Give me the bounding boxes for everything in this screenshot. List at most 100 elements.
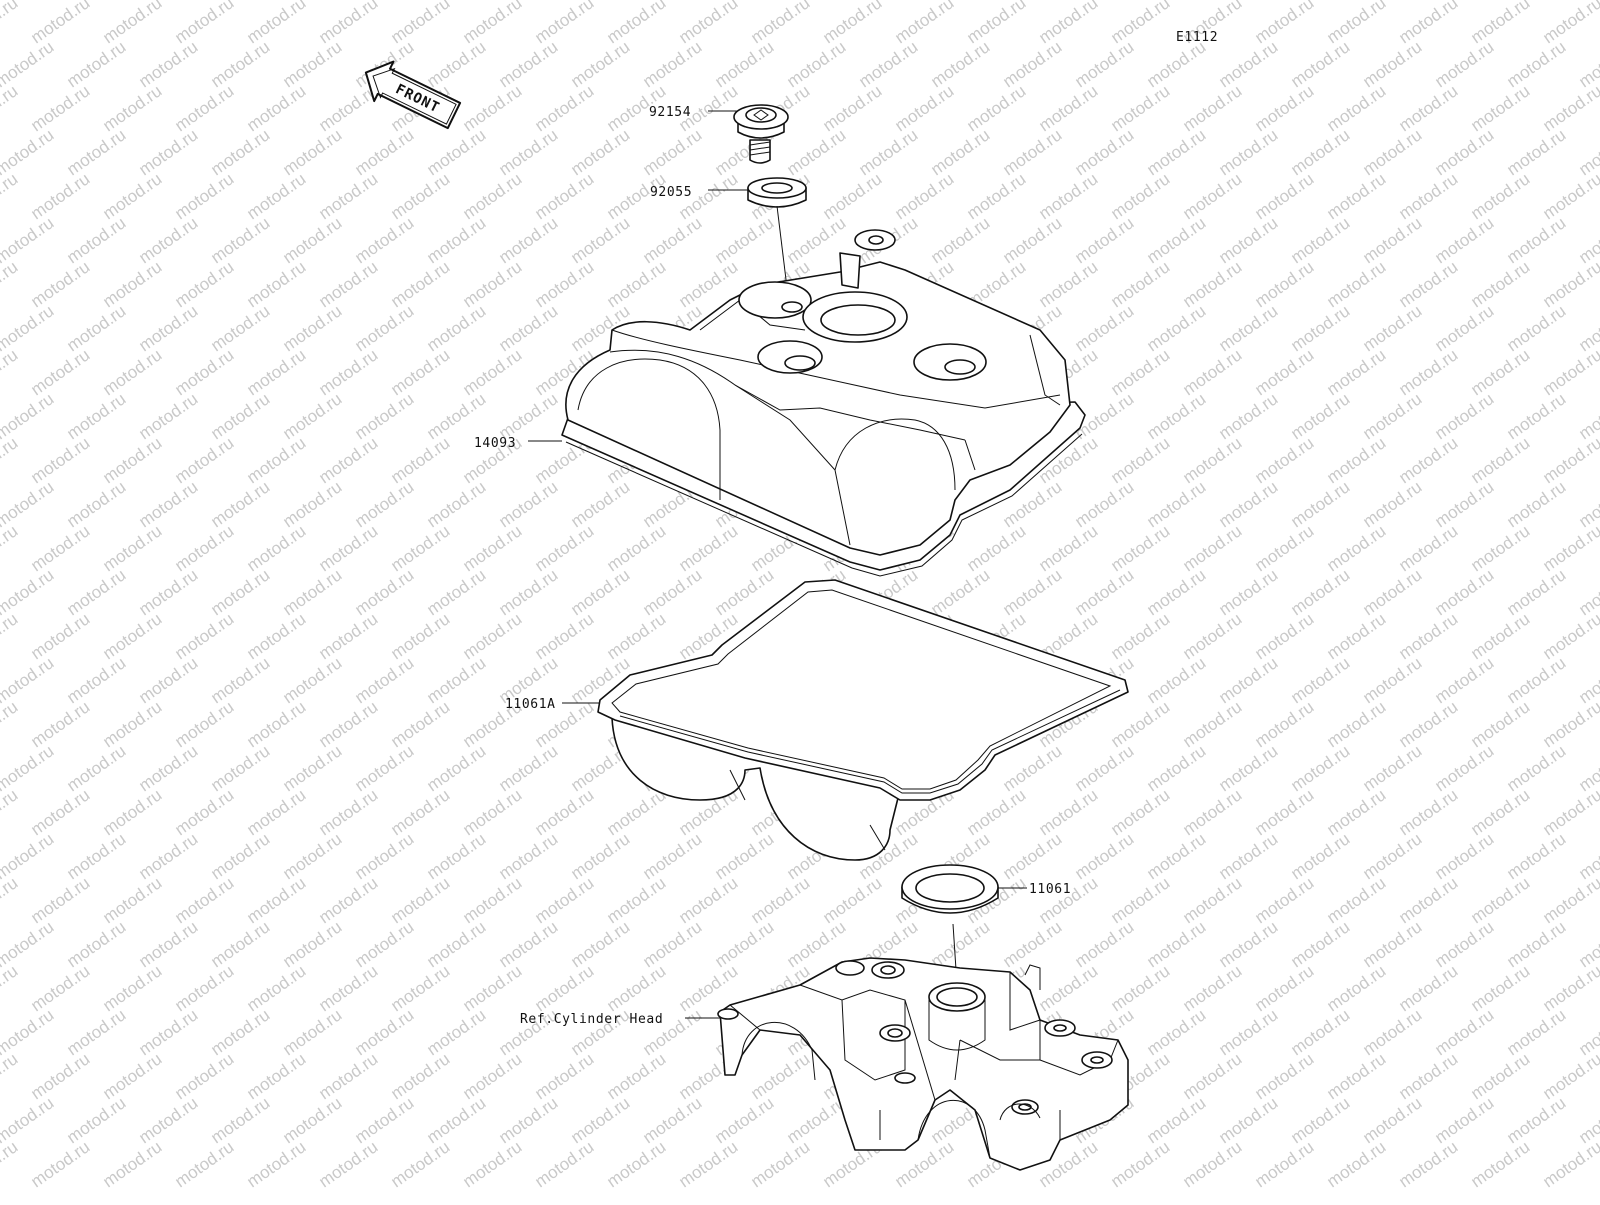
- watermark-text: motod.ru: [1575, 301, 1600, 355]
- watermark-text: motod.ru: [1107, 345, 1173, 399]
- watermark-text: motod.ru: [27, 433, 93, 487]
- watermark-text: motod.ru: [99, 521, 165, 575]
- watermark-text: motod.ru: [1179, 961, 1245, 1015]
- watermark-text: motod.ru: [1575, 37, 1600, 91]
- watermark-text: motod.ru: [675, 1137, 741, 1191]
- watermark-text: motod.ru: [1107, 961, 1173, 1015]
- watermark-text: motod.ru: [1503, 389, 1569, 443]
- watermark-text: motod.ru: [999, 741, 1065, 795]
- watermark-text: motod.ru: [315, 169, 381, 223]
- watermark-text: motod.ru: [1179, 345, 1245, 399]
- watermark-text: motod.ru: [1359, 301, 1425, 355]
- watermark-text: motod.ru: [819, 169, 885, 223]
- watermark-text: motod.ru: [639, 829, 705, 883]
- watermark-text: motod.ru: [243, 345, 309, 399]
- plug-gasket-part: [901, 864, 999, 986]
- watermark-text: motod.ru: [891, 81, 957, 135]
- watermark-text: motod.ru: [1215, 37, 1281, 91]
- watermark-text: motod.ru: [0, 785, 21, 839]
- watermark-text: motod.ru: [1251, 433, 1317, 487]
- watermark-text: motod.ru: [135, 565, 201, 619]
- watermark-text: motod.ru: [855, 37, 921, 91]
- watermark-text: motod.ru: [1287, 565, 1353, 619]
- watermark-text: motod.ru: [1467, 257, 1533, 311]
- watermark-text: motod.ru: [207, 741, 273, 795]
- watermark-text: motod.ru: [1575, 565, 1600, 619]
- watermark-text: motod.ru: [423, 741, 489, 795]
- watermark-text: motod.ru: [63, 565, 129, 619]
- watermark-text: motod.ru: [1143, 653, 1209, 707]
- watermark-text: motod.ru: [1575, 389, 1600, 443]
- watermark-text: motod.ru: [963, 521, 1029, 575]
- watermark-text: motod.ru: [927, 125, 993, 179]
- watermark-text: motod.ru: [1143, 917, 1209, 971]
- watermark-text: motod.ru: [1395, 785, 1461, 839]
- watermark-text: motod.ru: [1143, 213, 1209, 267]
- watermark-text: motod.ru: [315, 785, 381, 839]
- watermark-text: motod.ru: [1359, 1093, 1425, 1147]
- watermark-text: motod.ru: [675, 521, 741, 575]
- watermark-text: motod.ru: [135, 477, 201, 531]
- watermark-text: motod.ru: [963, 81, 1029, 135]
- watermark-text: motod.ru: [459, 169, 525, 223]
- watermark-text: motod.ru: [1539, 169, 1600, 223]
- watermark-text: motod.ru: [1395, 433, 1461, 487]
- watermark-text: motod.ru: [315, 0, 381, 47]
- watermark-text: motod.ru: [387, 257, 453, 311]
- watermark-text: motod.ru: [207, 37, 273, 91]
- watermark-text: motod.ru: [423, 653, 489, 707]
- watermark-text: motod.ru: [459, 81, 525, 135]
- watermark-text: motod.ru: [243, 785, 309, 839]
- watermark-text: motod.ru: [711, 829, 777, 883]
- watermark-text: motod.ru: [1143, 829, 1209, 883]
- watermark-text: motod.ru: [531, 1049, 597, 1103]
- watermark-text: motod.ru: [243, 0, 309, 47]
- watermark-text: motod.ru: [27, 521, 93, 575]
- watermark-text: motod.ru: [639, 565, 705, 619]
- watermark-text: motod.ru: [243, 873, 309, 927]
- watermark-text: motod.ru: [1467, 0, 1533, 47]
- watermark-text: motod.ru: [1539, 961, 1600, 1015]
- watermark-text: motod.ru: [1395, 609, 1461, 663]
- watermark-text: motod.ru: [171, 0, 237, 47]
- watermark-text: motod.ru: [1431, 741, 1497, 795]
- cylinder-head-cover-part: [561, 229, 1086, 577]
- watermark-text: motod.ru: [1215, 653, 1281, 707]
- watermark-text: motod.ru: [171, 961, 237, 1015]
- watermark-text: motod.ru: [1395, 521, 1461, 575]
- watermark-text: motod.ru: [1071, 565, 1137, 619]
- watermark-text: motod.ru: [459, 1049, 525, 1103]
- watermark-text: motod.ru: [423, 565, 489, 619]
- watermark-text: motod.ru: [1395, 961, 1461, 1015]
- watermark-text: motod.ru: [1251, 345, 1317, 399]
- watermark-text: motod.ru: [387, 609, 453, 663]
- watermark-text: motod.ru: [27, 697, 93, 751]
- watermark-text: motod.ru: [1215, 565, 1281, 619]
- watermark-text: motod.ru: [351, 1093, 417, 1147]
- watermark-text: motod.ru: [495, 213, 561, 267]
- watermark-text: motod.ru: [1179, 1049, 1245, 1103]
- watermark-text: motod.ru: [459, 609, 525, 663]
- watermark-text: motod.ru: [1539, 81, 1600, 135]
- watermark-text: motod.ru: [747, 1137, 813, 1191]
- watermark-text: motod.ru: [1107, 873, 1173, 927]
- watermark-text: motod.ru: [351, 917, 417, 971]
- watermark-text: motod.ru: [1575, 829, 1600, 883]
- watermark-text: motod.ru: [639, 1093, 705, 1147]
- watermark-text: motod.ru: [387, 1137, 453, 1191]
- watermark-text: motod.ru: [1395, 169, 1461, 223]
- watermark-text: motod.ru: [1215, 389, 1281, 443]
- watermark-text: motod.ru: [1467, 81, 1533, 135]
- watermark-text: motod.ru: [1503, 565, 1569, 619]
- watermark-text: motod.ru: [603, 609, 669, 663]
- watermark-text: motod.ru: [1467, 785, 1533, 839]
- watermark-text: motod.ru: [891, 169, 957, 223]
- watermark-text: motod.ru: [1251, 169, 1317, 223]
- watermark-text: motod.ru: [1215, 741, 1281, 795]
- watermark-text: motod.ru: [495, 301, 561, 355]
- watermark-text: motod.ru: [855, 125, 921, 179]
- watermark-text: motod.ru: [603, 1049, 669, 1103]
- watermark-text: motod.ru: [819, 0, 885, 47]
- watermark-text: motod.ru: [1143, 301, 1209, 355]
- watermark-text: motod.ru: [1323, 609, 1389, 663]
